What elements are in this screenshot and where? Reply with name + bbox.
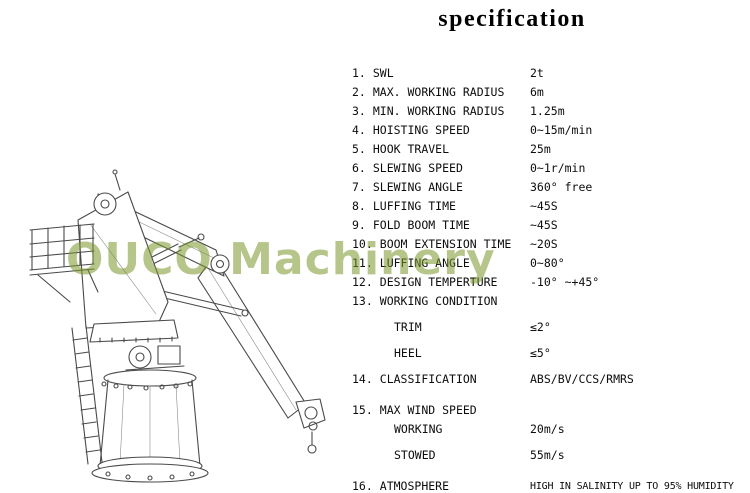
spec-row-label: SWL xyxy=(372,66,394,80)
spec-row-number: 8. xyxy=(352,199,366,213)
spec-row: 3. MIN. WORKING RADIUS 1.25m xyxy=(352,102,746,121)
spec-row-label: DESIGN TEMPERTURE xyxy=(379,275,498,289)
spec-row-number: 12. xyxy=(352,275,373,289)
spec-row-label: WORKING CONDITION xyxy=(379,294,498,308)
spec-row: 9. FOLD BOOM TIME ~45S xyxy=(352,216,746,235)
spec-row-label: ATMOSPHERE xyxy=(379,479,450,493)
spec-row-value: 6m xyxy=(530,85,544,99)
spec-row-number: 16. xyxy=(352,479,373,493)
spec-row-value: 55m/s xyxy=(530,448,565,462)
crane-column xyxy=(77,169,179,343)
spec-row: 7. SLEWING ANGLE 360° free xyxy=(352,178,746,197)
spec-row: 11. LUFFING ANGLE 0~80° xyxy=(352,254,746,273)
spec-row-label: LUFFING ANGLE xyxy=(379,256,470,270)
crane-technical-drawing xyxy=(29,169,326,483)
spec-row: 8. LUFFING TIME ~45S xyxy=(352,197,746,216)
spec-row-value: ABS/BV/CCS/RMRS xyxy=(530,372,634,386)
spec-row: 5. HOOK TRAVEL 25m xyxy=(352,140,746,159)
spec-row-value: 0~1r/min xyxy=(530,161,586,175)
spec-row-label: SLEWING SPEED xyxy=(372,161,463,175)
spec-row-value: 25m xyxy=(530,142,551,156)
spec-row-value: 20m/s xyxy=(530,422,565,436)
spec-row-number: 7. xyxy=(352,180,366,194)
spec-row-label: CLASSIFICATION xyxy=(379,372,477,386)
spec-row: 1. SWL 2t xyxy=(352,64,746,83)
spec-list: 1. SWL 2t 2. MAX. WORKING RADIUS 6m 3. MIN. WOR… xyxy=(352,64,746,493)
spec-row: 4. HOISTING SPEED 0~15m/min xyxy=(352,121,746,140)
crane-ladder xyxy=(71,325,103,465)
spec-row-value: 2t xyxy=(530,66,544,80)
spec-row: 15. MAX WIND SPEED xyxy=(352,401,746,420)
spec-row-label: FOLD BOOM TIME xyxy=(372,218,470,232)
spec-row-label: TRIM xyxy=(394,320,422,334)
spec-row-value: ~20S xyxy=(530,237,558,251)
spec-row: 10. BOOM EXTENSION TIME ~20S xyxy=(352,235,746,254)
spec-row-number: 2. xyxy=(352,85,366,99)
spec-row-label: BOOM EXTENSION TIME xyxy=(379,237,512,251)
spec-row-value: 0~15m/min xyxy=(530,123,593,137)
spec-row-number: 6. xyxy=(352,161,366,175)
spec-row-value: 0~80° xyxy=(530,256,565,270)
spec-row-label: MAX. WORKING RADIUS xyxy=(372,85,505,99)
spec-row-number: 1. xyxy=(352,66,366,80)
spec-row-value: ~45S xyxy=(530,199,558,213)
spec-row-label: HEEL xyxy=(394,346,422,360)
spec-row-number: 13. xyxy=(352,294,373,308)
spec-row-value: ~45S xyxy=(530,218,558,232)
spec-row-number: 3. xyxy=(352,104,366,118)
spec-row-value: ≤2° xyxy=(530,320,551,334)
spec-row-value: 1.25m xyxy=(530,104,565,118)
spec-row-number: 10. xyxy=(352,237,373,251)
spec-row: WORKING 20m/s xyxy=(352,420,746,439)
spec-row: 6. SLEWING SPEED 0~1r/min xyxy=(352,159,746,178)
spec-row-label: HOOK TRAVEL xyxy=(372,142,450,156)
spec-row: 14. CLASSIFICATION ABS/BV/CCS/RMRS xyxy=(352,370,746,389)
spec-row-label: STOWED xyxy=(394,448,436,462)
spec-row: TRIM ≤2° xyxy=(352,318,746,337)
spec-row-label: MIN. WORKING RADIUS xyxy=(372,104,505,118)
crane-platform-railing xyxy=(29,223,99,303)
crane-pedestal xyxy=(91,369,209,483)
spec-row-label: WORKING xyxy=(394,422,443,436)
spec-row-number: 15. xyxy=(352,403,373,417)
spec-row: 2. MAX. WORKING RADIUS 6m xyxy=(352,83,746,102)
crane-winch xyxy=(125,345,185,371)
spec-row-number: 14. xyxy=(352,372,373,386)
crane-diagram xyxy=(8,152,338,487)
spec-row-label: LUFFING TIME xyxy=(372,199,456,213)
spec-row-value: 360° free xyxy=(530,180,593,194)
spec-row: 12. DESIGN TEMPERTURE -10° ~+45° xyxy=(352,273,746,292)
spec-row: 13. WORKING CONDITION xyxy=(352,292,746,311)
page-title: specification xyxy=(438,6,586,32)
spec-row-value: -10° ~+45° xyxy=(530,275,600,289)
spec-row: HEEL ≤5° xyxy=(352,344,746,363)
spec-row-number: 9. xyxy=(352,218,366,232)
spec-row-value: HIGH IN SALINITY UP TO 95% HUMIDITY xyxy=(530,481,734,492)
crane-outer-boom xyxy=(197,255,326,454)
spec-row-number: 11. xyxy=(352,256,373,270)
spec-row-label: HOISTING SPEED xyxy=(372,123,470,137)
spec-row: 16. ATMOSPHERE HIGH IN SALINITY UP TO 95% … xyxy=(352,477,746,493)
spec-row-value: ≤5° xyxy=(530,346,551,360)
spec-row-label: SLEWING ANGLE xyxy=(372,180,463,194)
spec-row-label: MAX WIND SPEED xyxy=(379,403,477,417)
spec-row: STOWED 55m/s xyxy=(352,446,746,465)
spec-row-number: 4. xyxy=(352,123,366,137)
spec-row-number: 5. xyxy=(352,142,366,156)
